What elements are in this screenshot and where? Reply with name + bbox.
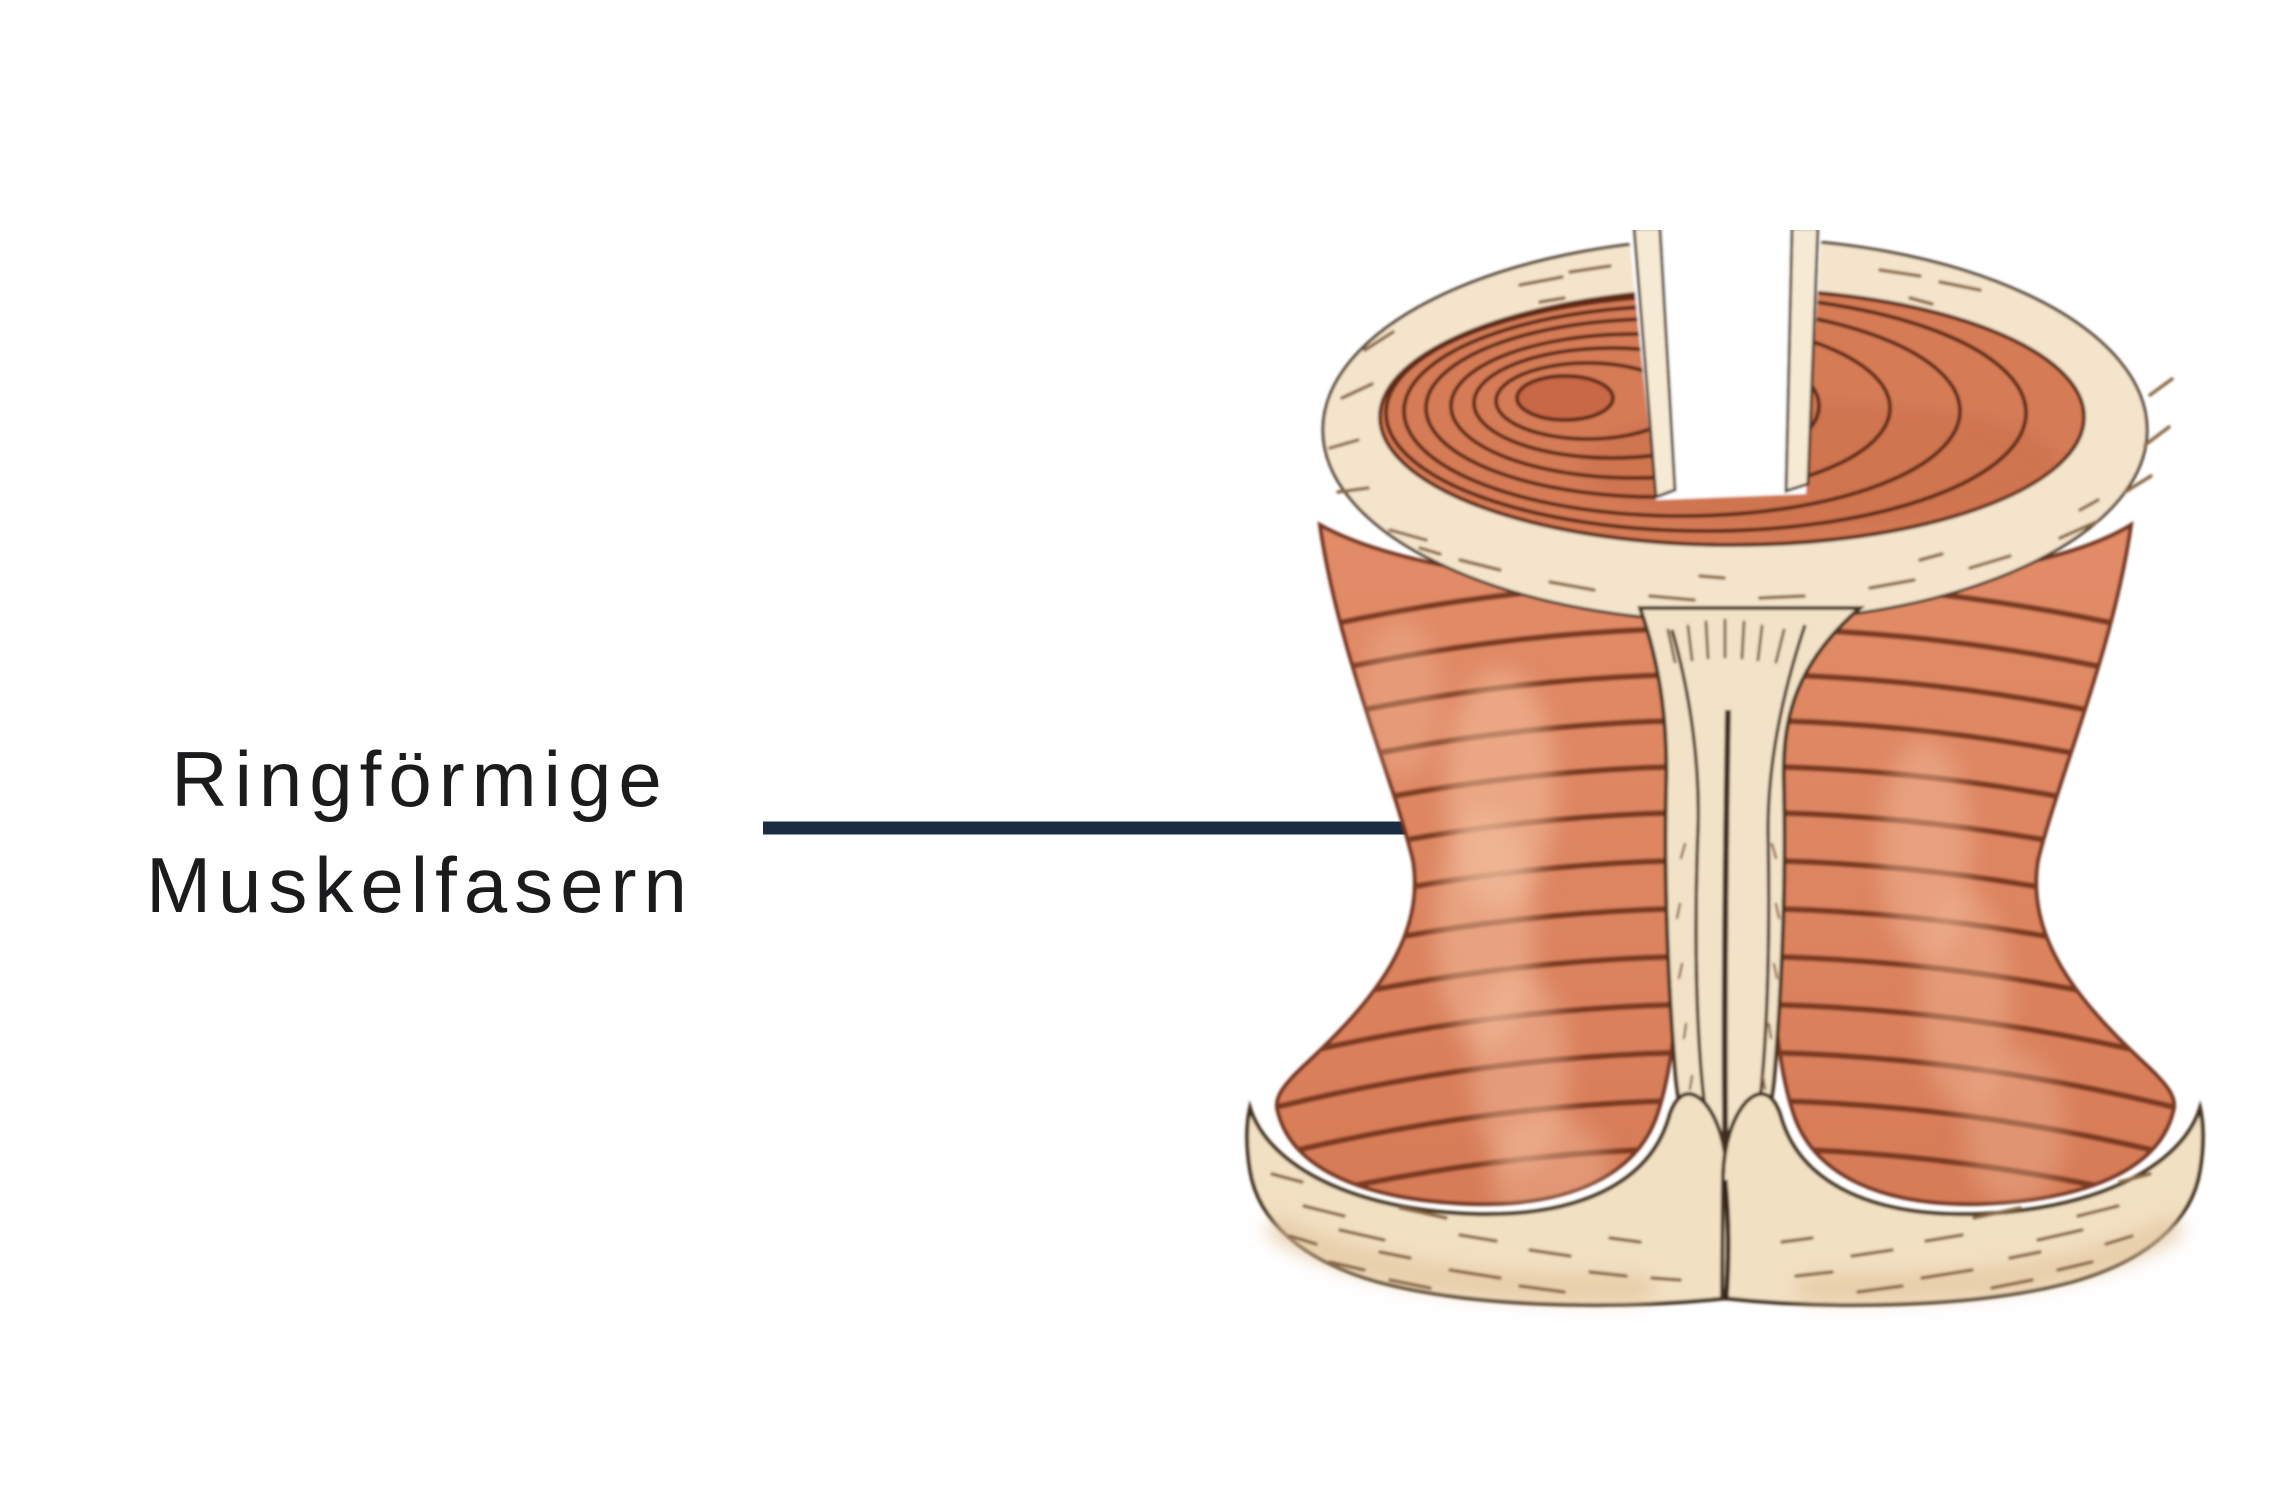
funnel-marks bbox=[1666, 618, 1786, 664]
label-ringfoermige-muskelfasern: Ringförmige Muskelfasern bbox=[55, 726, 785, 938]
base-crease bbox=[1722, 1179, 1731, 1301]
base-lobes bbox=[1245, 1091, 2205, 1308]
notch-gap bbox=[1628, 230, 1822, 500]
muscle-highlights bbox=[1360, 620, 2065, 1205]
base-dashes bbox=[1270, 1172, 2152, 1294]
sphincter-muscle-illustration bbox=[1245, 230, 2205, 1308]
illustration-group bbox=[1245, 230, 2205, 1308]
base-lobe-shading bbox=[1267, 1217, 2183, 1302]
rim-dashes bbox=[1328, 264, 2174, 602]
label-line-2: Muskelfasern bbox=[146, 841, 694, 929]
label-line-1: Ringförmige bbox=[171, 735, 669, 823]
